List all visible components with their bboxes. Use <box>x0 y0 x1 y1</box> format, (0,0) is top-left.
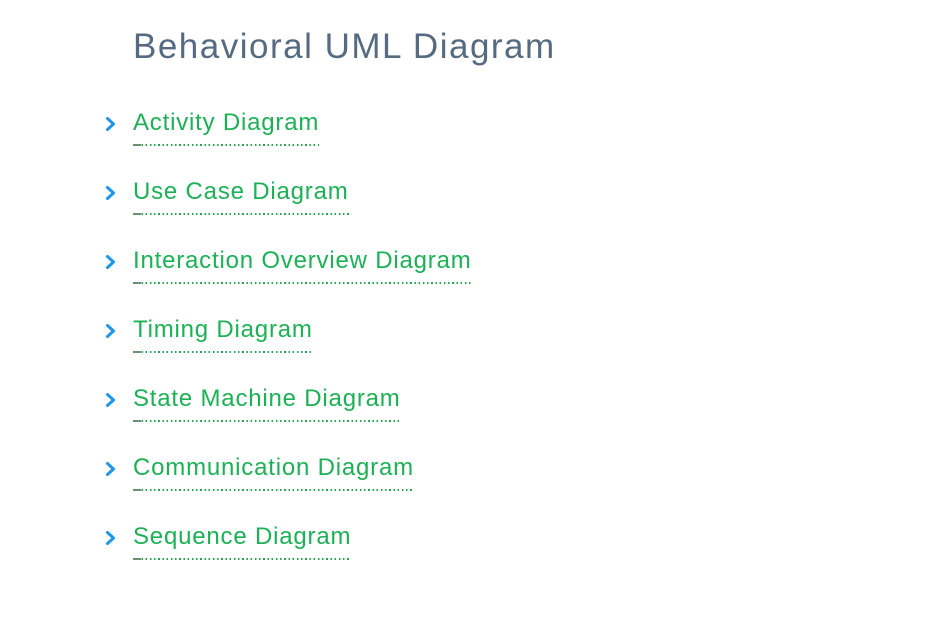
list-item: Timing Diagram <box>105 314 927 353</box>
diagram-link[interactable]: State Machine Diagram <box>133 383 401 422</box>
chevron-right-icon <box>105 254 116 269</box>
list-item: Sequence Diagram <box>105 521 927 560</box>
diagram-link[interactable]: Activity Diagram <box>133 107 320 146</box>
diagram-link[interactable]: Sequence Diagram <box>133 521 352 560</box>
list-item: Activity Diagram <box>105 107 927 146</box>
diagram-link[interactable]: Communication Diagram <box>133 452 414 491</box>
chevron-right-icon <box>105 116 116 131</box>
chevron-right-icon <box>105 392 116 407</box>
diagram-link[interactable]: Timing Diagram <box>133 314 313 353</box>
list-item: State Machine Diagram <box>105 383 927 422</box>
chevron-right-icon <box>105 530 116 545</box>
content: Behavioral UML Diagram Activity Diagram … <box>0 24 927 560</box>
chevron-right-icon <box>105 185 116 200</box>
diagram-link[interactable]: Interaction Overview Diagram <box>133 245 472 284</box>
diagram-link[interactable]: Use Case Diagram <box>133 176 349 215</box>
diagram-list: Activity Diagram Use Case Diagram Intera… <box>0 107 927 560</box>
chevron-right-icon <box>105 461 116 476</box>
chevron-right-icon <box>105 323 116 338</box>
list-item: Use Case Diagram <box>105 176 927 215</box>
page-title: Behavioral UML Diagram <box>133 27 556 66</box>
list-item: Communication Diagram <box>105 452 927 491</box>
list-item: Interaction Overview Diagram <box>105 245 927 284</box>
